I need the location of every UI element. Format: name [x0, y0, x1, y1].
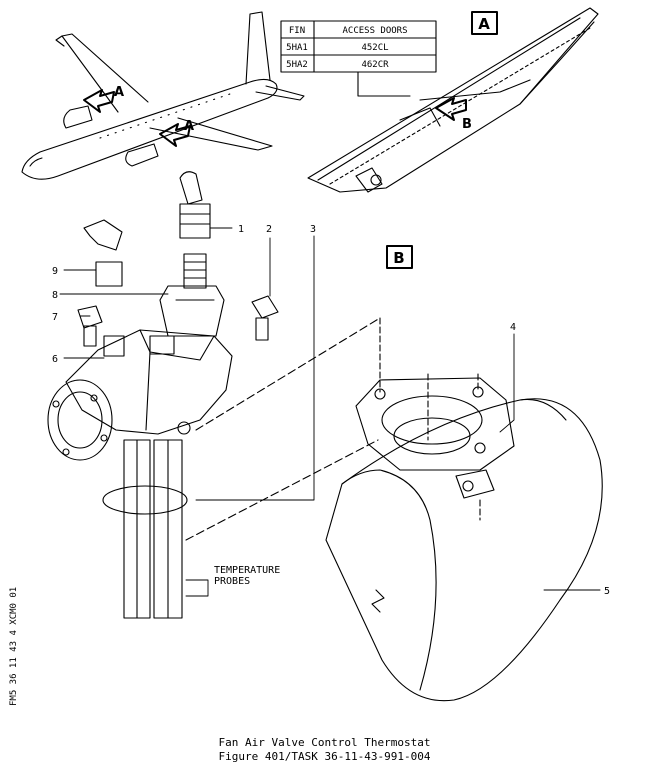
callout-2: 2: [266, 224, 272, 235]
probe-label-line1: TEMPERATURE: [214, 565, 280, 576]
side-reference-code: FM5 36 11 43 4 XCM0 01: [9, 587, 19, 706]
callout-5: 5: [604, 586, 610, 597]
view-b-label: B: [393, 249, 404, 267]
maintenance-figure: A A FIN ACCESS DOORS 5HA1 452CL 5HA2 462…: [9, 7, 610, 706]
leader-lines: [59, 227, 601, 597]
access-doors-table: [280, 20, 437, 97]
figure-caption: Fan Air Valve Control Thermostat Figure …: [0, 736, 649, 764]
table-header-fin: FIN: [289, 26, 305, 36]
table-cell-door-2: 462CR: [361, 60, 389, 70]
callout-3: 3: [310, 224, 316, 235]
projection-lines: [185, 317, 381, 541]
arrow-label-a-lower: A: [184, 119, 194, 134]
view-b-box: [386, 245, 413, 269]
probe-label-line2: PROBES: [214, 576, 250, 587]
table-cell-fin-2: 5HA2: [286, 60, 308, 70]
arrow-label-a-upper: A: [114, 85, 124, 100]
table-cell-fin-1: 5HA1: [286, 43, 308, 53]
callout-4: 4: [510, 322, 516, 333]
pylon-view: [307, 7, 599, 193]
table-header-access-doors: ACCESS DOORS: [342, 26, 407, 36]
callout-7: 7: [52, 312, 58, 323]
caption-title: Fan Air Valve Control Thermostat: [218, 736, 431, 749]
callout-9: 9: [52, 266, 58, 277]
duct-assembly: [325, 317, 603, 702]
caption-figure-number: Figure 401/TASK 36-11-43-991-004: [218, 750, 431, 763]
callout-1: 1: [238, 224, 244, 235]
aircraft-overview: [21, 11, 305, 180]
view-a-label: A: [478, 15, 490, 33]
callout-6: 6: [52, 354, 58, 365]
thermostat-assembly: [47, 171, 279, 619]
arrow-label-b: B: [462, 117, 472, 132]
callout-8: 8: [52, 290, 58, 301]
table-cell-door-1: 452CL: [361, 43, 388, 53]
view-a-box: [471, 11, 498, 35]
